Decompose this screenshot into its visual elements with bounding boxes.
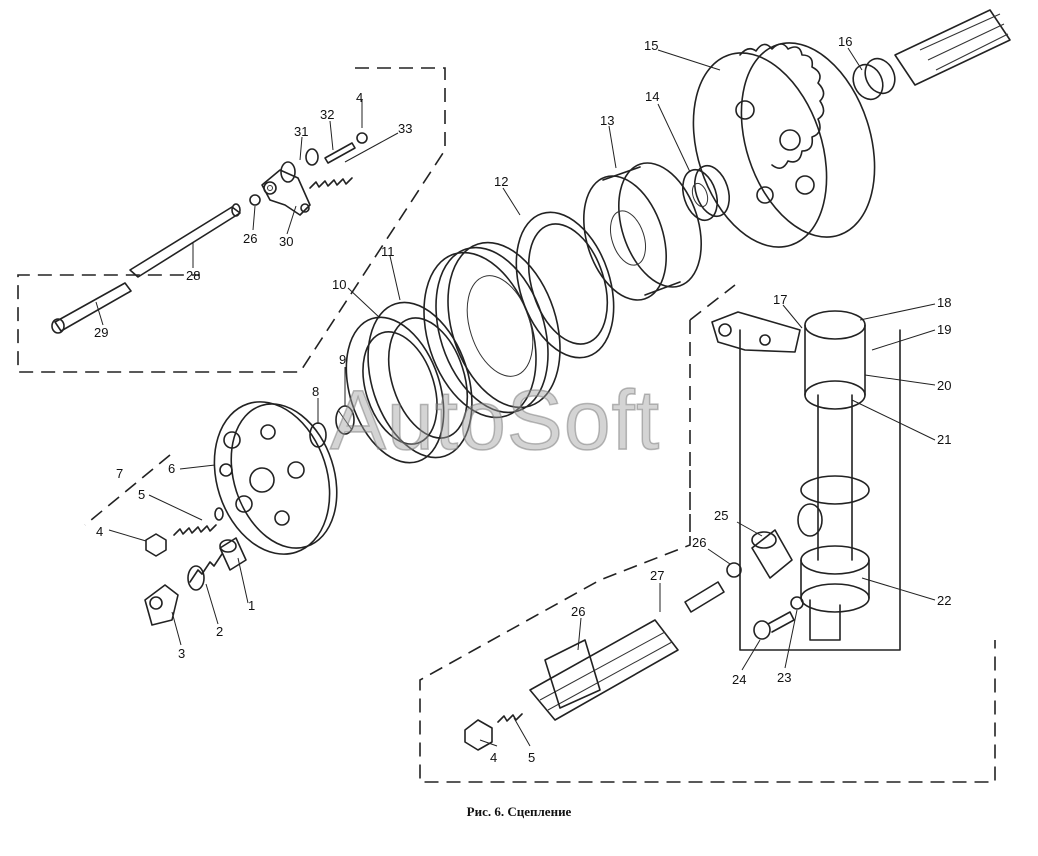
callout-30: 30 <box>279 234 293 249</box>
leader-lines <box>95 47 936 747</box>
clutch-hub-13 <box>583 162 702 301</box>
callout-27: 27 <box>650 568 664 583</box>
left-small-frame <box>84 454 171 526</box>
callout-9: 9 <box>339 352 346 367</box>
callout-32: 32 <box>320 107 334 122</box>
ball-26-upper <box>249 194 261 206</box>
spring-cup-1 <box>219 537 247 571</box>
nut-23 <box>790 596 804 610</box>
nut-4-lower <box>464 719 493 751</box>
nut-3 <box>144 584 179 626</box>
callout-19: 19 <box>937 322 951 337</box>
callout-26: 26 <box>692 535 706 550</box>
callout-labels: 1 2 3 4 4 4 5 5 6 7 8 9 10 11 12 13 14 1… <box>94 34 951 765</box>
spring-9 <box>335 405 355 435</box>
callout-26: 26 <box>243 231 257 246</box>
figure-caption: Рис. 6. Сцепление <box>466 804 572 819</box>
screw-24 <box>753 611 795 640</box>
nut-4-left <box>145 533 167 557</box>
push-rod-28 <box>129 203 241 278</box>
spring-5-left <box>173 507 224 536</box>
callout-10: 10 <box>332 277 346 292</box>
driven-disc-10 <box>345 316 445 464</box>
adjuster-26 <box>529 619 679 721</box>
callout-6: 6 <box>168 461 175 476</box>
callout-15: 15 <box>644 38 658 53</box>
bearing-14 <box>681 164 731 222</box>
release-housing <box>739 310 901 651</box>
callout-2: 2 <box>216 624 223 639</box>
callout-20: 20 <box>937 378 951 393</box>
callout-3: 3 <box>178 646 185 661</box>
push-rod-29 <box>51 282 132 334</box>
lower-right-frame <box>419 284 996 783</box>
callout-5: 5 <box>138 487 145 502</box>
callout-26: 26 <box>571 604 585 619</box>
callout-17: 17 <box>773 292 787 307</box>
callout-4: 4 <box>356 90 363 105</box>
spring-5-lower <box>497 713 523 723</box>
disc-12 <box>515 211 615 359</box>
upper-left-frame <box>17 67 446 373</box>
drive-disc-11 <box>367 301 473 459</box>
callout-29: 29 <box>94 325 108 340</box>
callout-28: 28 <box>186 268 200 283</box>
callout-1: 1 <box>248 598 255 613</box>
callout-13: 13 <box>600 113 614 128</box>
spring-2 <box>187 553 223 591</box>
callout-4: 4 <box>490 750 497 765</box>
bushing-16 <box>852 57 896 101</box>
clutch-drum-15 <box>692 42 876 248</box>
callout-24: 24 <box>732 672 746 687</box>
pin-32 <box>324 132 368 164</box>
washer-31 <box>280 148 319 183</box>
callout-18: 18 <box>937 295 951 310</box>
callout-21: 21 <box>937 432 951 447</box>
callout-22: 22 <box>937 593 951 608</box>
callout-7: 7 <box>116 466 123 481</box>
callout-12: 12 <box>494 174 508 189</box>
callout-8: 8 <box>312 384 319 399</box>
callout-16: 16 <box>838 34 852 49</box>
callout-14: 14 <box>645 89 659 104</box>
callout-5: 5 <box>528 750 535 765</box>
callout-23: 23 <box>777 670 791 685</box>
mainshaft-end <box>894 9 1011 86</box>
release-lever-17 <box>711 311 801 353</box>
callout-11: 11 <box>381 244 395 259</box>
callout-4: 4 <box>96 524 103 539</box>
callout-33: 33 <box>398 121 412 136</box>
pin-27 <box>684 581 725 613</box>
release-lever-30 <box>261 169 311 216</box>
bushing-25 <box>751 529 793 579</box>
pressure-plate-6 <box>213 401 338 555</box>
callout-25: 25 <box>714 508 728 523</box>
spring-33 <box>309 177 353 189</box>
callout-31: 31 <box>294 124 308 139</box>
ball-26-lower <box>726 562 742 578</box>
